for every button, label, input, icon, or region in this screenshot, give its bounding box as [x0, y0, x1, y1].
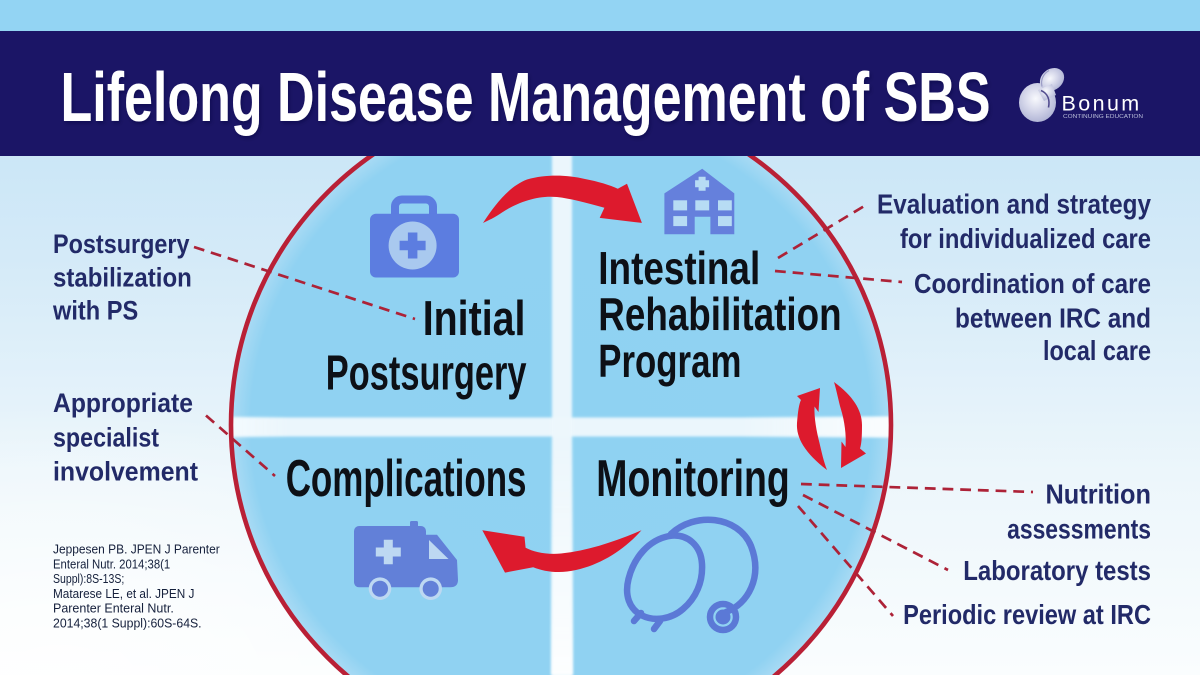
svg-text:Monitoring: Monitoring: [596, 450, 790, 508]
svg-text:Postsurgery: Postsurgery: [53, 229, 190, 259]
svg-text:Matarese LE, et al. JPEN J: Matarese LE, et al. JPEN J: [53, 586, 194, 601]
svg-text:Jeppesen PB. JPEN J Parenter: Jeppesen PB. JPEN J Parenter: [53, 542, 220, 557]
svg-text:Postsurgery: Postsurgery: [326, 347, 527, 401]
svg-text:stabilization: stabilization: [53, 262, 192, 292]
svg-text:assessments: assessments: [1007, 513, 1151, 544]
svg-text:Enteral Nutr. 2014;38(1: Enteral Nutr. 2014;38(1: [53, 556, 170, 571]
svg-text:Periodic review at IRC: Periodic review at IRC: [903, 599, 1151, 630]
svg-text:Intestinal: Intestinal: [598, 242, 760, 294]
svg-text:Complications: Complications: [286, 450, 527, 508]
svg-text:Parenter Enteral Nutr.: Parenter Enteral Nutr.: [53, 601, 174, 616]
svg-text:Laboratory tests: Laboratory tests: [963, 555, 1151, 586]
svg-text:local care: local care: [1043, 335, 1151, 366]
svg-text:Rehabilitation: Rehabilitation: [598, 288, 841, 340]
svg-text:CONTINUING EDUCATION: CONTINUING EDUCATION: [1063, 114, 1143, 120]
svg-text:Initial: Initial: [423, 292, 526, 346]
svg-text:for individualized care: for individualized care: [900, 223, 1151, 254]
svg-text:Suppl):8S-13S;: Suppl):8S-13S;: [53, 571, 124, 586]
svg-text:Lifelong Disease Management of: Lifelong Disease Management of SBS: [61, 58, 991, 136]
svg-text:Evaluation and strategy: Evaluation and strategy: [877, 189, 1151, 220]
svg-text:Appropriate: Appropriate: [53, 388, 193, 418]
svg-text:specialist: specialist: [53, 423, 159, 453]
svg-text:Nutrition: Nutrition: [1046, 478, 1152, 509]
svg-text:2014;38(1 Suppl):60S-64S.: 2014;38(1 Suppl):60S-64S.: [53, 616, 202, 631]
svg-text:involvement: involvement: [53, 457, 198, 487]
svg-text:with PS: with PS: [52, 296, 138, 326]
svg-text:Bonum: Bonum: [1062, 92, 1142, 116]
svg-text:between IRC and: between IRC and: [955, 303, 1151, 334]
svg-text:Coordination of care: Coordination of care: [914, 268, 1151, 299]
svg-text:Program: Program: [598, 335, 741, 387]
